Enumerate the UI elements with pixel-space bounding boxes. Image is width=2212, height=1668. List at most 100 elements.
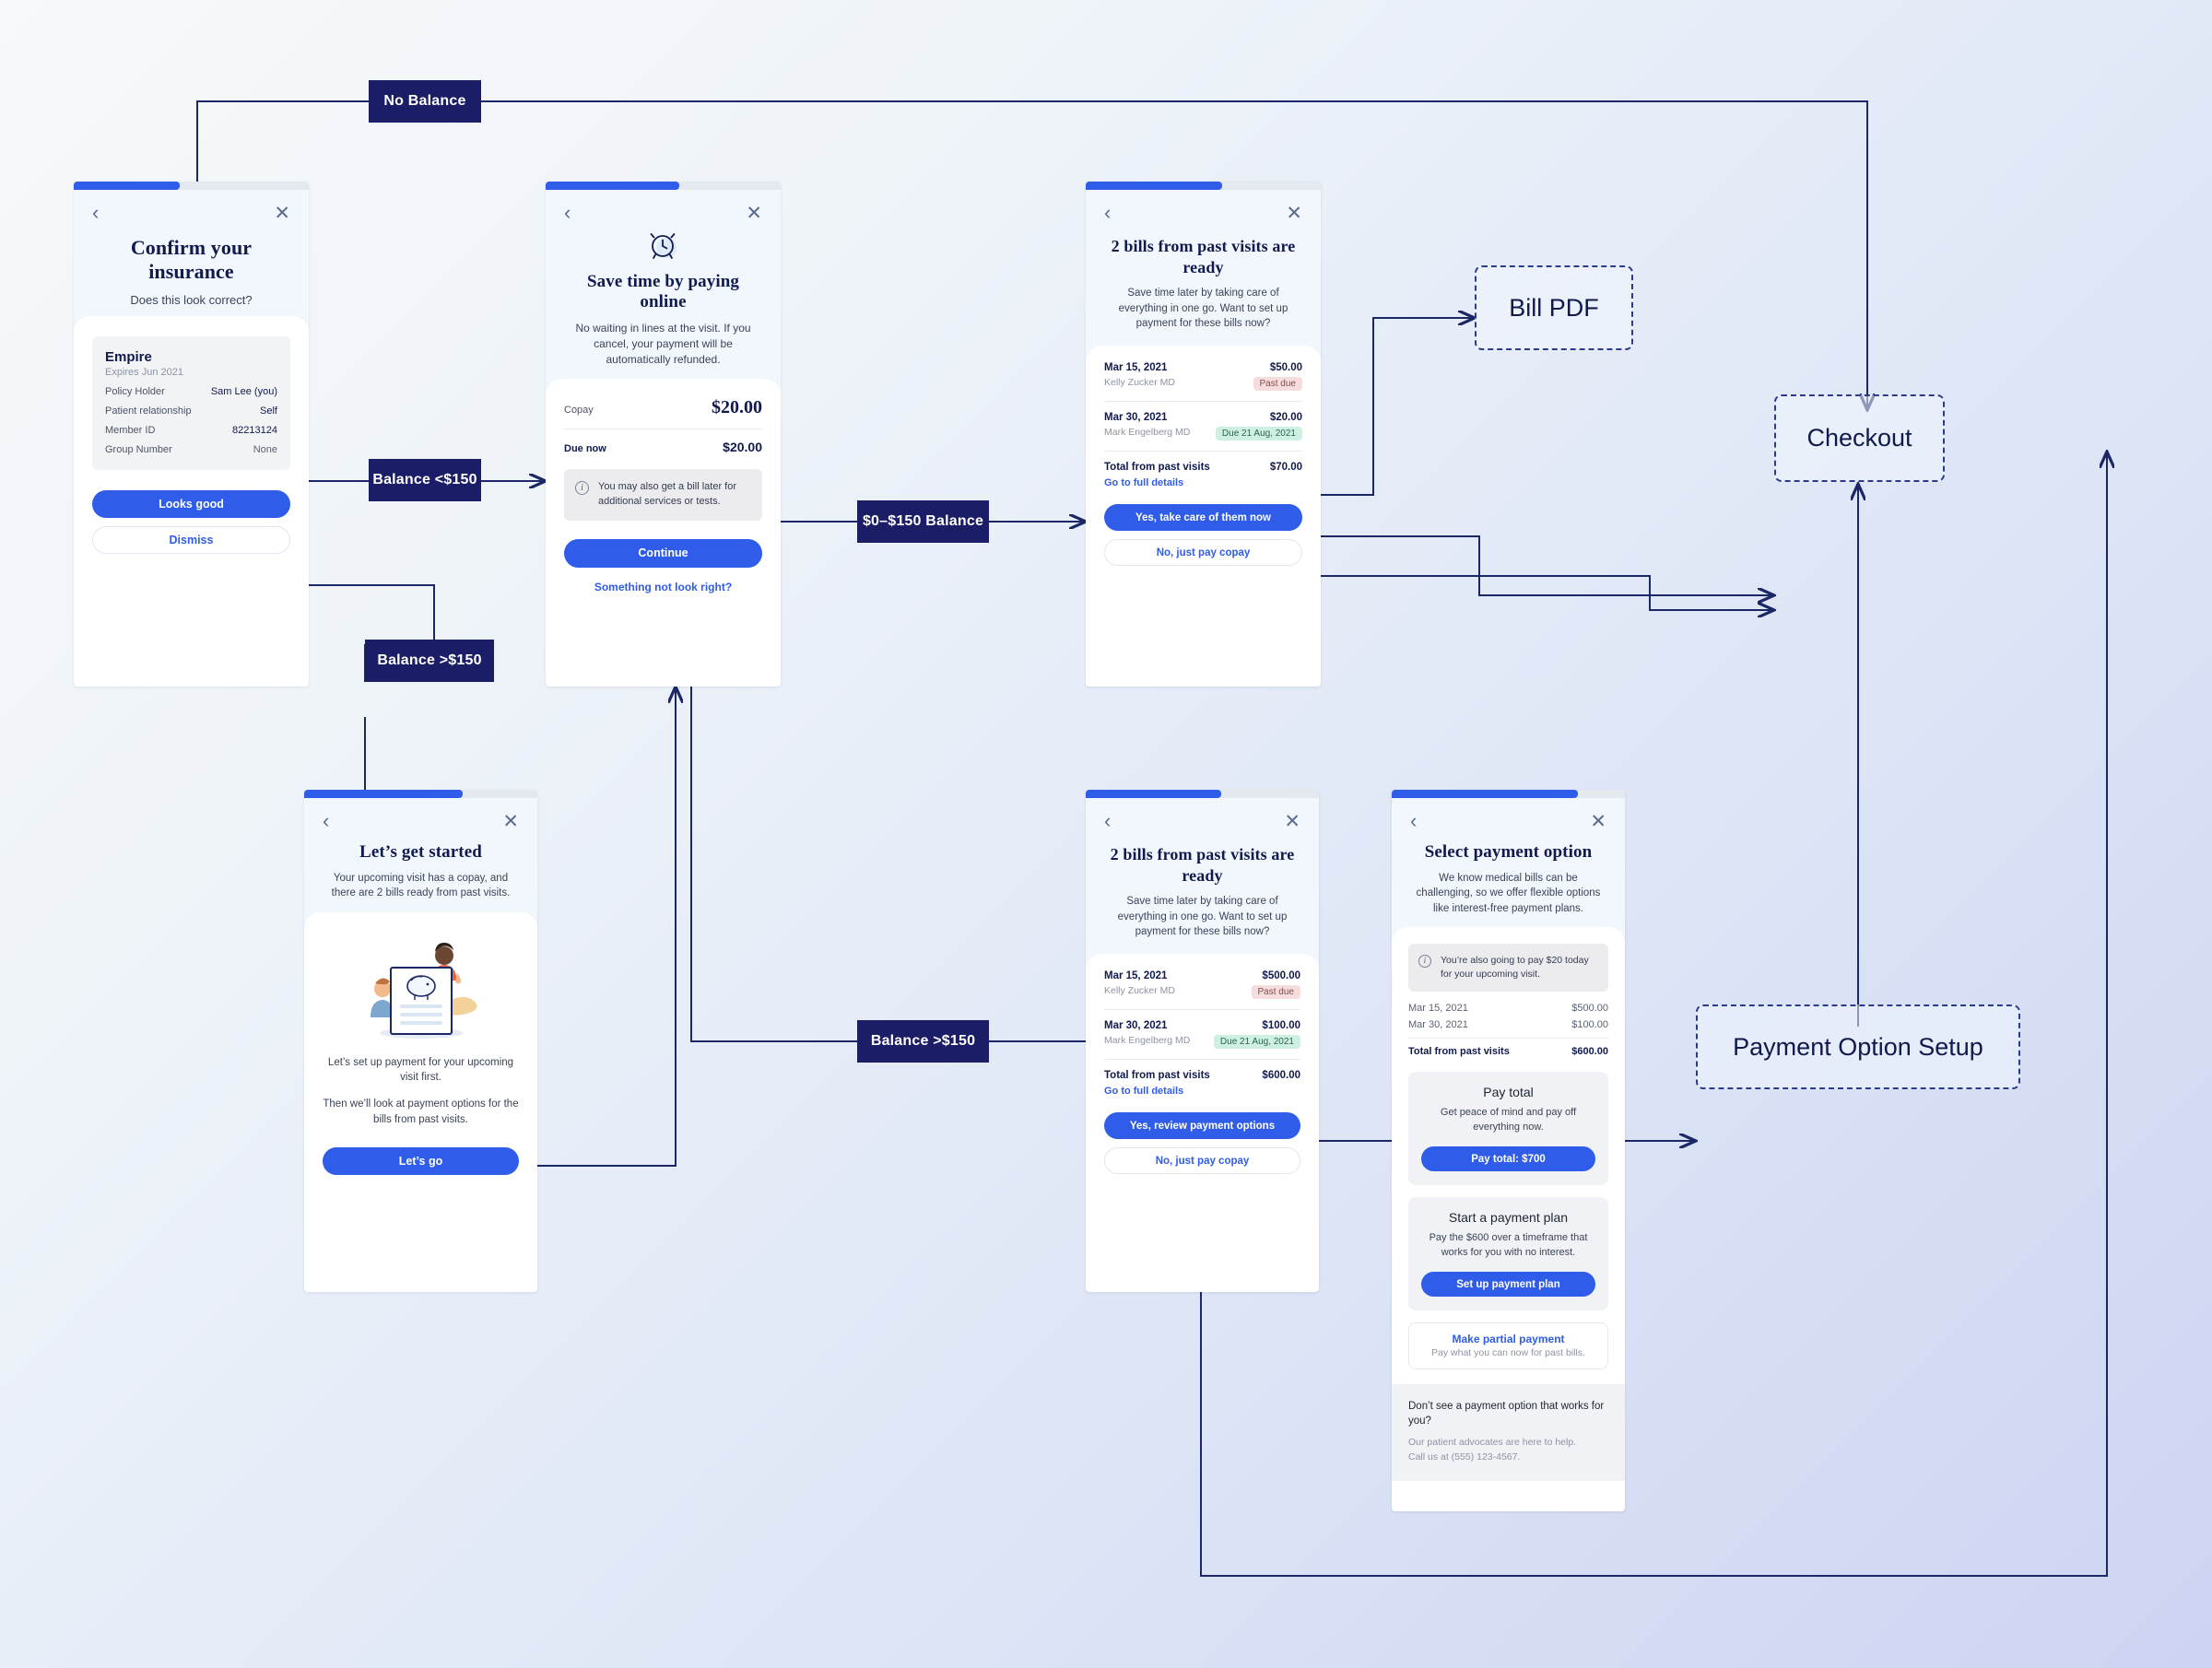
chevron-left-icon[interactable]: ‹ [1410, 809, 1418, 832]
bill-amount: $20.00 [1269, 412, 1302, 424]
screen-bills-small: ‹ ✕ 2 bills from past visits are ready S… [1086, 182, 1321, 687]
endpoint-payment-option-setup[interactable]: Payment Option Setup [1696, 1004, 2020, 1089]
make-partial-payment-card[interactable]: Make partial payment Pay what you can no… [1408, 1322, 1608, 1370]
flow-label-balance-gt-150-lower[interactable]: Balance >$150 [857, 1020, 989, 1063]
bill-row: Mar 15, 2021 Kelly Zucker MD $500.00 Pas… [1104, 970, 1300, 1000]
page-title: Confirm your insurance [130, 236, 253, 283]
total-label: Total from past visits [1104, 462, 1210, 474]
page-subtitle: Save time later by taking care of everyt… [1117, 896, 1288, 937]
info-icon: i [575, 481, 589, 496]
pay-total-button[interactable]: Pay total: $700 [1421, 1146, 1595, 1172]
close-icon[interactable]: ✕ [274, 202, 290, 224]
progress-bar-fill [1392, 790, 1579, 798]
just-pay-copay-button[interactable]: No, just pay copay [1104, 539, 1302, 567]
due-now-value: $20.00 [723, 440, 762, 455]
page-subtitle: No waiting in lines at the visit. If you… [575, 322, 751, 367]
page-subtitle: We know medical bills can be challenging… [1416, 873, 1601, 914]
body-text-2: Then we’ll look at payment options for t… [323, 1098, 519, 1125]
page-title: Save time by paying online [587, 272, 739, 311]
flow-label-balance-gt-150-upper[interactable]: Balance >$150 [365, 640, 494, 682]
endpoint-checkout[interactable]: Checkout [1774, 394, 1945, 482]
insurance-row: Group Number None [105, 444, 277, 455]
help-line-1: Our patient advocates are here to help. [1408, 1437, 1577, 1449]
screen-save-time: ‹ ✕ Save time by paying online No waitin… [546, 182, 781, 687]
info-text: You’re also going to pay $20 today for y… [1441, 954, 1589, 981]
flow-label-range-0-150[interactable]: $0–$150 Balance [857, 500, 989, 543]
piggy-bank-clipboard-illustration [323, 925, 519, 1050]
payment-plan-desc: Pay the $600 over a timeframe that works… [1429, 1232, 1588, 1259]
screen-bills-large: ‹ ✕ 2 bills from past visits are ready S… [1086, 790, 1319, 1292]
bill-row: Mar 15, 2021 Kelly Zucker MD $50.00 Past… [1104, 362, 1302, 392]
divider [1104, 401, 1302, 403]
close-icon[interactable]: ✕ [502, 810, 519, 832]
progress-bar-fill [546, 182, 680, 190]
close-icon[interactable]: ✕ [1284, 810, 1300, 832]
partial-payment-title[interactable]: Make partial payment [1452, 1333, 1565, 1346]
insurance-row-key: Group Number [105, 444, 172, 456]
page-title: 2 bills from past visits are ready [1110, 845, 1295, 885]
page-subtitle: Your upcoming visit has a copay, and the… [331, 873, 511, 899]
help-line-2: Call us at (555) 123-4567. [1408, 1451, 1521, 1462]
payment-plan-title: Start a payment plan [1448, 1210, 1569, 1226]
progress-bar-fill [74, 182, 180, 190]
review-payment-options-button[interactable]: Yes, review payment options [1104, 1112, 1300, 1140]
insurance-row-value: Sam Lee (you) [210, 386, 277, 398]
insurance-row-key: Member ID [105, 425, 156, 437]
insurance-row-key: Patient relationship [105, 405, 192, 417]
insurance-expiry: Expires Jun 2021 [105, 367, 183, 379]
chevron-left-icon[interactable]: ‹ [92, 201, 100, 224]
divider [1104, 451, 1302, 452]
status-badge: Due 21 Aug, 2021 [1215, 427, 1302, 441]
close-icon[interactable]: ✕ [1590, 810, 1606, 832]
bill-doctor: Mark Engelberg MD [1104, 1035, 1191, 1047]
progress-bar [74, 182, 309, 190]
take-care-now-button[interactable]: Yes, take care of them now [1104, 504, 1302, 532]
bill-amount: $100.00 [1262, 1020, 1300, 1032]
chevron-left-icon[interactable]: ‹ [564, 201, 571, 224]
help-question: Don’t see a payment option that works fo… [1408, 1401, 1605, 1427]
bill-doctor: Kelly Zucker MD [1104, 985, 1176, 997]
go-to-full-details-link[interactable]: Go to full details [1104, 1086, 1184, 1098]
insurance-card: Empire Expires Jun 2021 Policy Holder Sa… [92, 336, 290, 471]
insurer-name: Empire [105, 349, 152, 366]
flow-label-balance-lt-150[interactable]: Balance <$150 [369, 459, 481, 501]
insurance-row-value: Self [260, 405, 277, 417]
continue-button[interactable]: Continue [564, 538, 762, 568]
total-label: Total from past visits [1408, 1046, 1510, 1058]
bill-doctor: Kelly Zucker MD [1104, 377, 1176, 389]
looks-good-button[interactable]: Looks good [92, 490, 290, 519]
close-icon[interactable]: ✕ [1286, 202, 1302, 224]
chevron-left-icon[interactable]: ‹ [1104, 201, 1112, 224]
status-badge: Past due [1253, 377, 1302, 392]
bill-amount: $500.00 [1571, 1003, 1608, 1015]
bill-date: Mar 15, 2021 [1408, 1003, 1468, 1015]
due-now-row: Due now $20.00 [564, 440, 762, 454]
info-box: i You may also get a bill later for addi… [564, 469, 762, 521]
help-footer: Don’t see a payment option that works fo… [1392, 1384, 1625, 1481]
something-not-right-link[interactable]: Something not look right? [594, 580, 733, 593]
page-subtitle: Save time later by taking care of everyt… [1118, 288, 1288, 329]
just-pay-copay-button[interactable]: No, just pay copay [1104, 1147, 1300, 1175]
progress-bar [1392, 790, 1625, 798]
page-title: 2 bills from past visits are ready [1111, 237, 1296, 276]
info-box: i You’re also going to pay $20 today for… [1408, 943, 1608, 993]
info-icon: i [1418, 954, 1431, 968]
pay-total-title: Pay total [1483, 1085, 1534, 1100]
progress-bar-fill [304, 790, 464, 798]
set-up-payment-plan-button[interactable]: Set up payment plan [1421, 1272, 1595, 1298]
due-now-label: Due now [564, 443, 606, 455]
go-to-full-details-link[interactable]: Go to full details [1104, 477, 1184, 489]
endpoint-bill-pdf[interactable]: Bill PDF [1475, 265, 1633, 350]
bill-amount: $50.00 [1269, 362, 1302, 374]
bill-amount: $100.00 [1571, 1019, 1608, 1031]
dismiss-button[interactable]: Dismiss [92, 526, 290, 555]
copay-value: $20.00 [712, 397, 762, 418]
bill-row: Mar 30, 2021 Mark Engelberg MD $20.00 Du… [1104, 412, 1302, 441]
chevron-left-icon[interactable]: ‹ [323, 809, 330, 832]
divider [1408, 1038, 1608, 1040]
close-icon[interactable]: ✕ [746, 202, 762, 224]
chevron-left-icon[interactable]: ‹ [1104, 809, 1112, 832]
flow-label-no-balance[interactable]: No Balance [369, 80, 481, 123]
status-badge: Past due [1251, 985, 1300, 1000]
lets-go-button[interactable]: Let’s go [323, 1147, 519, 1176]
